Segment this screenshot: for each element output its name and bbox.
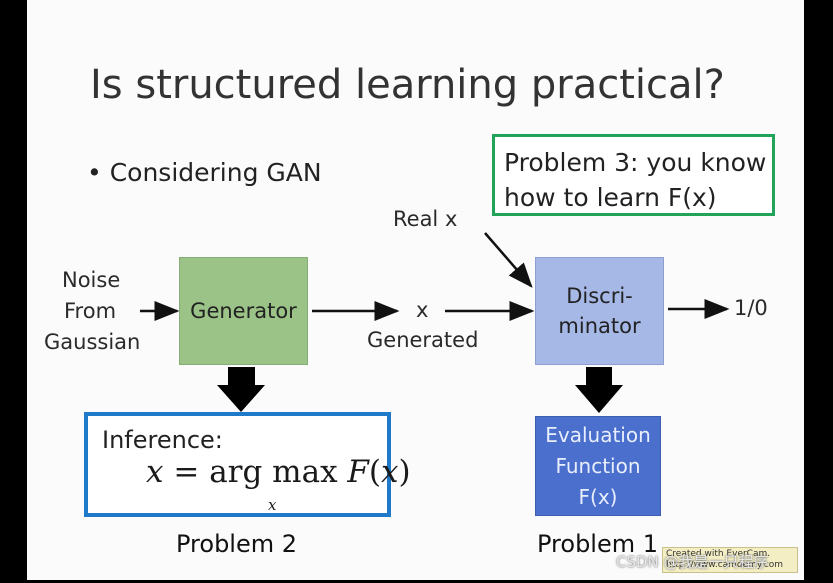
generated-label: Generated: [367, 328, 479, 352]
noise-label-3: Gaussian: [44, 330, 141, 354]
formula-paren-close: ): [398, 454, 411, 490]
real-x-label: Real x: [393, 207, 458, 231]
formula-op: arg max: [209, 454, 338, 490]
evaluation-label-2: Function: [555, 453, 641, 478]
arrow-realx-to-discriminator: [484, 232, 533, 288]
bullet-considering-gan: • Considering GAN: [87, 158, 322, 187]
problem2-label: Problem 2: [176, 530, 298, 558]
evaluation-label-1: Evaluation: [545, 422, 651, 447]
inference-label: Inference:: [102, 426, 223, 454]
recorder-line-2: http://www.camdemy.com: [666, 560, 784, 570]
noise-label-1: Noise: [62, 268, 121, 292]
output-label: 1/0: [734, 296, 768, 320]
inference-box: Inference: x = arg max F(x) x: [84, 412, 411, 517]
slide-title: Is structured learning practical?: [90, 62, 725, 108]
problem1-label: Problem 1: [537, 530, 659, 558]
arrows-layer: [140, 232, 730, 413]
argmax-formula: x = arg max F(x): [146, 454, 411, 490]
generator-box: Generator: [179, 257, 308, 365]
discriminator-label-2: minator: [558, 314, 641, 338]
argmax-subscript: x: [268, 496, 277, 514]
evaluation-function-box: Evaluation Function F(x): [535, 416, 661, 516]
problem3-line-2: how to learn F(x): [504, 183, 717, 212]
generator-label: Generator: [190, 299, 297, 323]
formula-fn: F: [347, 454, 369, 490]
discriminator-box: Discri- minator: [535, 257, 664, 365]
problem3-box: Problem 3: you know how to learn F(x): [492, 134, 775, 216]
formula-lhs: x: [146, 454, 164, 490]
problem3-line-1: Problem 3: you know: [504, 148, 767, 177]
recorder-watermark: Created with EverCam. http://www.camdemy…: [662, 547, 798, 573]
discriminator-label-1: Discri-: [566, 284, 633, 308]
slide: Is structured learning practical? • Cons…: [27, 0, 804, 580]
x-label: x: [416, 298, 429, 322]
down-arrow-discriminator: [575, 367, 623, 413]
noise-label-2: From: [64, 299, 117, 323]
recorder-line-1: Created with EverCam.: [666, 549, 771, 559]
evaluation-label-3: F(x): [578, 484, 618, 509]
down-arrow-generator: [217, 367, 265, 412]
formula-eq: =: [173, 454, 200, 490]
formula-arg: x: [381, 454, 399, 490]
csdn-watermark: CSDN @我是一只程序: [616, 553, 769, 571]
formula-paren-open: (: [368, 454, 382, 490]
